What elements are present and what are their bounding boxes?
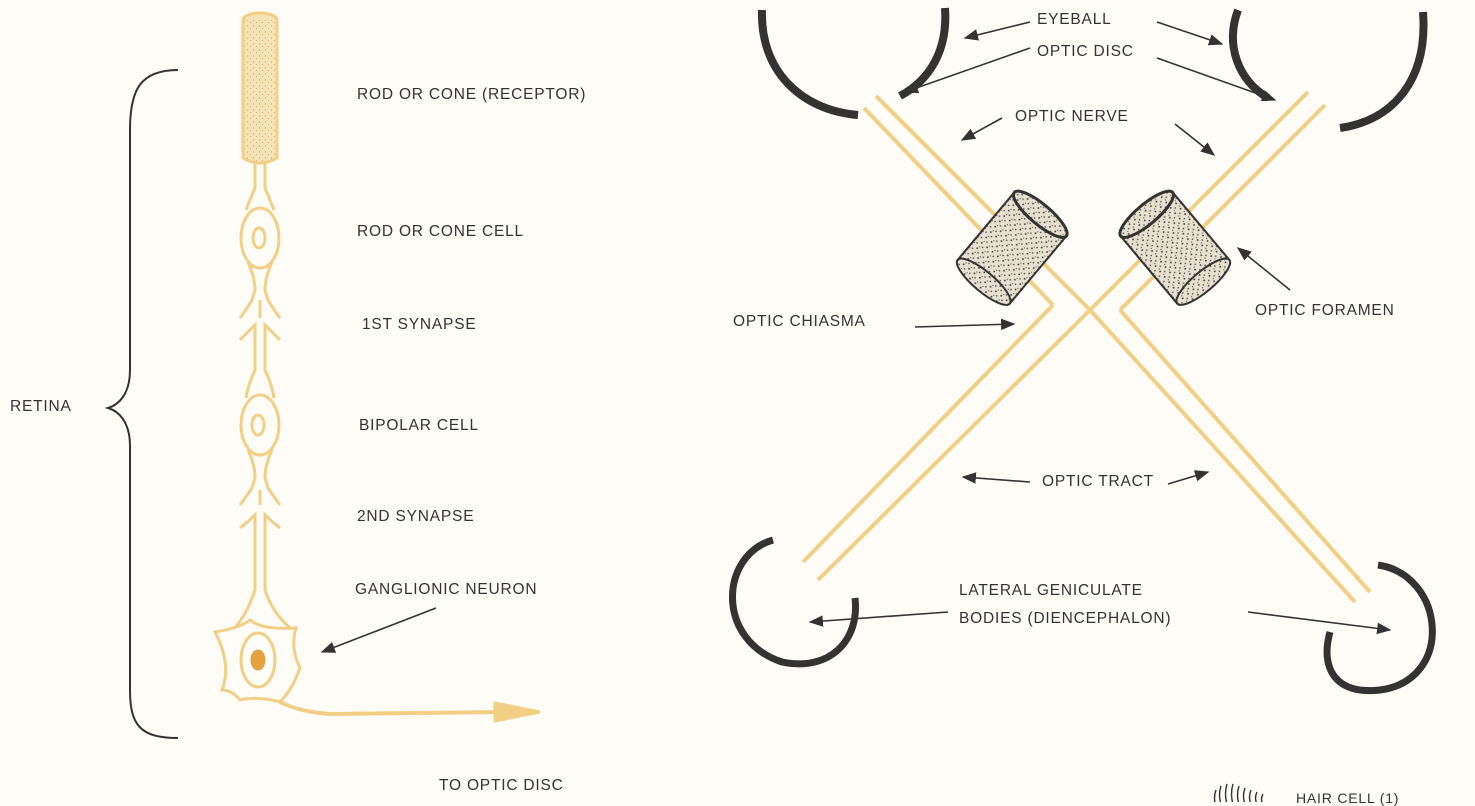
right-optic-foramen	[1118, 189, 1232, 306]
optic-disc-label: OPTIC DISC	[1037, 43, 1134, 60]
rod-cone-cell-label: ROD OR CONE CELL	[357, 223, 524, 240]
ganglion-axon	[279, 700, 506, 717]
optic-nerve-label: OPTIC NERVE	[1015, 108, 1129, 125]
retina-cell-chain	[212, 11, 541, 723]
second-synapse-label: 2ND SYNAPSE	[357, 508, 475, 525]
optic-chiasma-label: OPTIC CHIASMA	[733, 313, 866, 330]
left-eyeball	[757, 9, 859, 119]
optic-foramen-label: OPTIC FORAMEN	[1255, 302, 1395, 319]
eyeball-label: EYEBALL	[1037, 11, 1112, 28]
rod-cone-cell-nucleus	[251, 226, 267, 250]
ganglionic-neuron-pointer	[320, 607, 437, 653]
ganglionic-neuron-nucleus	[250, 649, 266, 671]
left-eyeball-inner	[898, 7, 950, 100]
ganglionic-neuron-label: GANGLIONIC NEURON	[355, 581, 538, 598]
retina-label: RETINA	[10, 398, 72, 415]
receptor-label: ROD OR CONE (RECEPTOR)	[357, 86, 587, 103]
receptor-rod-body	[241, 20, 279, 165]
to-optic-disc-label: TO OPTIC DISC	[439, 777, 564, 794]
rod-cone-cell-body	[239, 206, 281, 270]
lateral-geniculate-label-line1: LATERAL GENICULATE	[959, 582, 1143, 599]
first-synapse-label: 1ST SYNAPSE	[362, 316, 477, 333]
optic-pathway-lines	[801, 90, 1372, 604]
right-eyeball	[1339, 11, 1428, 132]
pathway-pointers	[808, 21, 1392, 635]
axon-arrowhead	[493, 701, 541, 723]
retina-bracket	[104, 69, 179, 739]
lateral-geniculate-label-line2: BODIES (DIENCEPHALON)	[959, 610, 1172, 627]
left-optic-foramen	[955, 189, 1069, 306]
bipolar-cell-nucleus	[250, 413, 266, 437]
optic-tract-label: OPTIC TRACT	[1042, 473, 1154, 490]
bipolar-cell-label: BIPOLAR CELL	[359, 417, 479, 434]
right-geniculate-body	[1323, 561, 1436, 695]
left-geniculate-body	[729, 536, 860, 668]
hair-cell-label-cropped: HAIR CELL (1)	[1296, 790, 1400, 806]
right-eyeball-inner	[1228, 8, 1271, 102]
hair-cell-glyph	[1213, 783, 1264, 802]
bipolar-cell-body	[239, 393, 281, 457]
